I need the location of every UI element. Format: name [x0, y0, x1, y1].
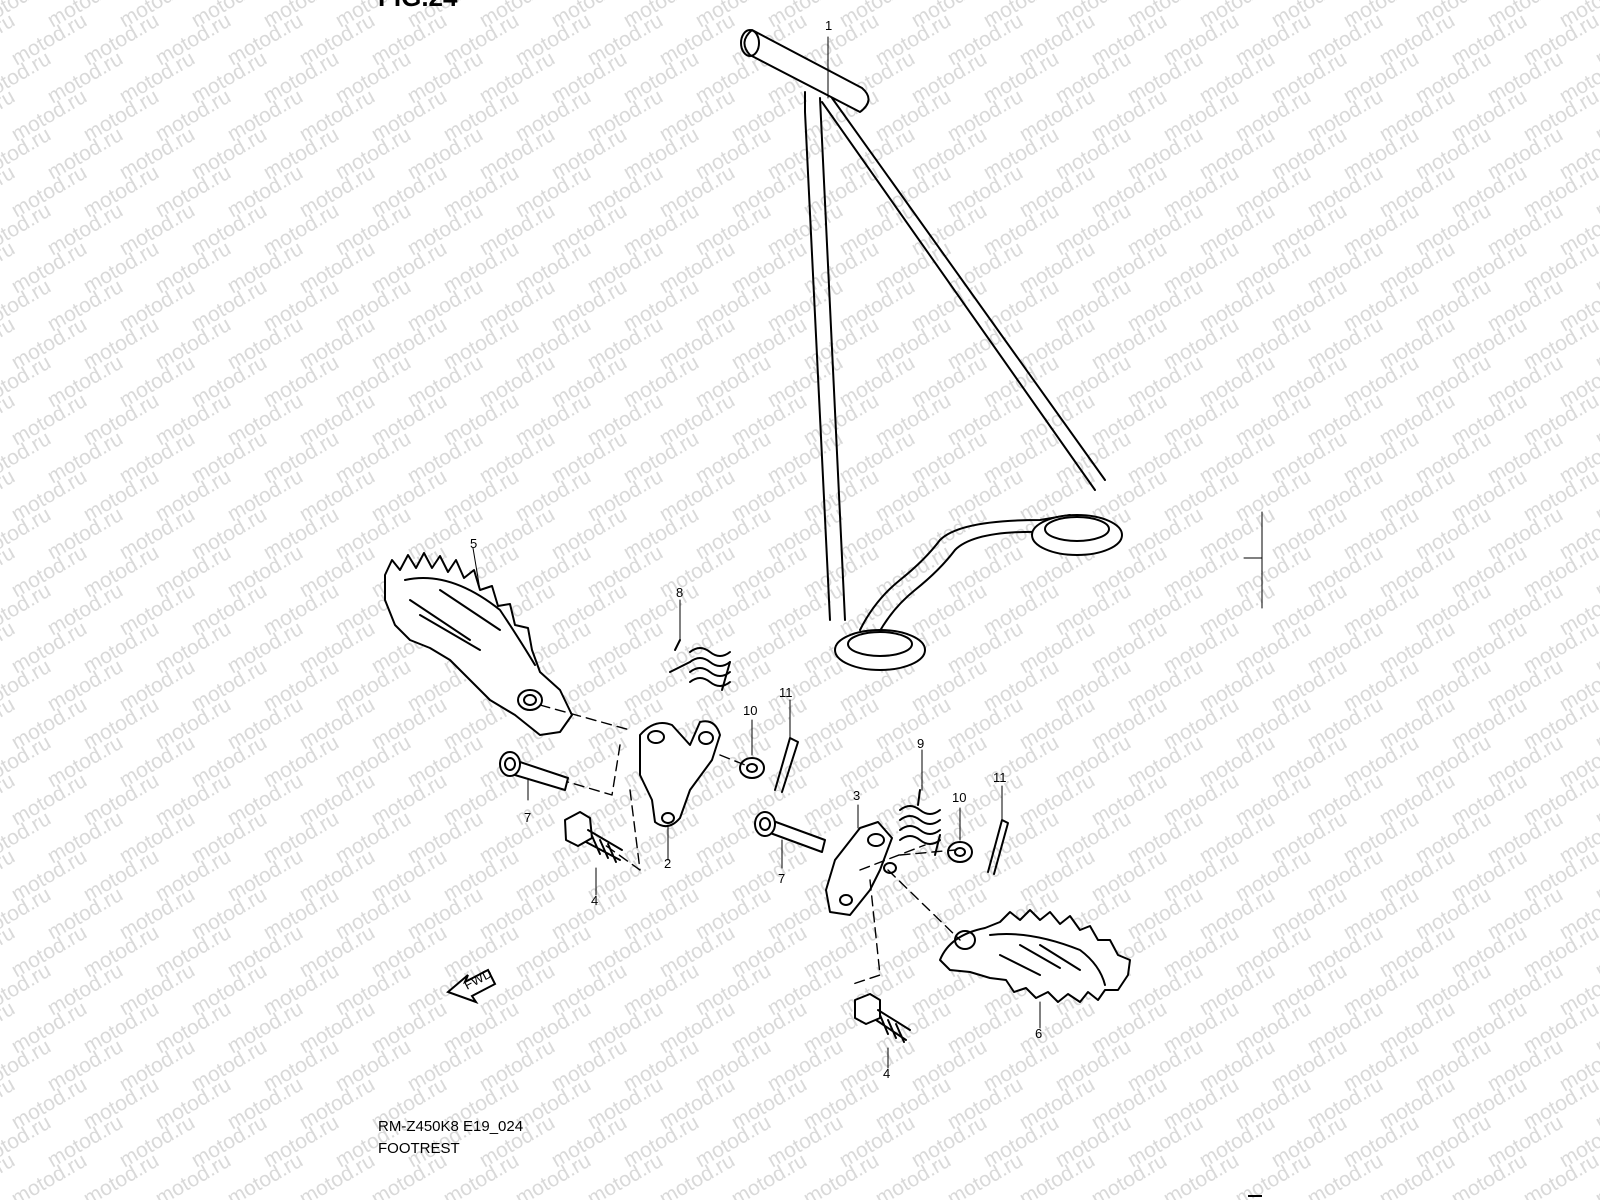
callout-5: 5 — [470, 536, 477, 551]
assembly-lines — [539, 704, 961, 986]
washer-left-part-10 — [739, 757, 765, 779]
callout-4b: 4 — [883, 1066, 890, 1081]
callout-7b: 7 — [778, 871, 785, 886]
bolt-right-part-4 — [854, 993, 911, 1069]
diagram-name: FOOTREST — [378, 1140, 460, 1157]
callout-1: 1 — [825, 18, 832, 33]
callout-8: 8 — [676, 585, 683, 600]
footrest-left-part-5 — [384, 547, 573, 736]
callout-9: 9 — [917, 736, 924, 751]
callout-3: 3 — [853, 788, 860, 803]
callout-6: 6 — [1035, 1026, 1042, 1041]
fwd-arrow: FWD — [446, 966, 497, 1004]
bolt-left-part-4 — [564, 811, 623, 896]
callout-11b: 11 — [993, 770, 1007, 785]
callout-7a: 7 — [524, 810, 531, 825]
washer-right-part-10 — [947, 841, 973, 863]
callout-10b: 10 — [952, 790, 966, 805]
spring-right-part-9 — [899, 749, 941, 856]
footrest-right-part-6 — [939, 909, 1131, 1029]
bracket-right-part-3 — [825, 804, 897, 916]
cotter-pin-left-part-11 — [774, 737, 799, 793]
callout-2: 2 — [664, 856, 671, 871]
bracket-left-part-2 — [639, 720, 721, 861]
callout-10a: 10 — [743, 703, 757, 718]
figure-title: FIG.24 — [378, 0, 457, 13]
diagram-code: RM-Z450K8 E19_024 — [378, 1118, 524, 1135]
pin-right-part-7 — [754, 811, 826, 869]
callout-11a: 11 — [779, 685, 793, 700]
stand-part-1 — [740, 29, 1123, 671]
callout-labels: 1 2 3 4 4 5 6 7 7 8 9 10 10 11 11 — [470, 18, 1042, 1081]
cotter-pin-right-part-11 — [987, 819, 1009, 875]
callout-4a: 4 — [591, 893, 598, 908]
spring-left-part-8 — [669, 599, 731, 691]
pin-left-part-7 — [499, 751, 569, 801]
